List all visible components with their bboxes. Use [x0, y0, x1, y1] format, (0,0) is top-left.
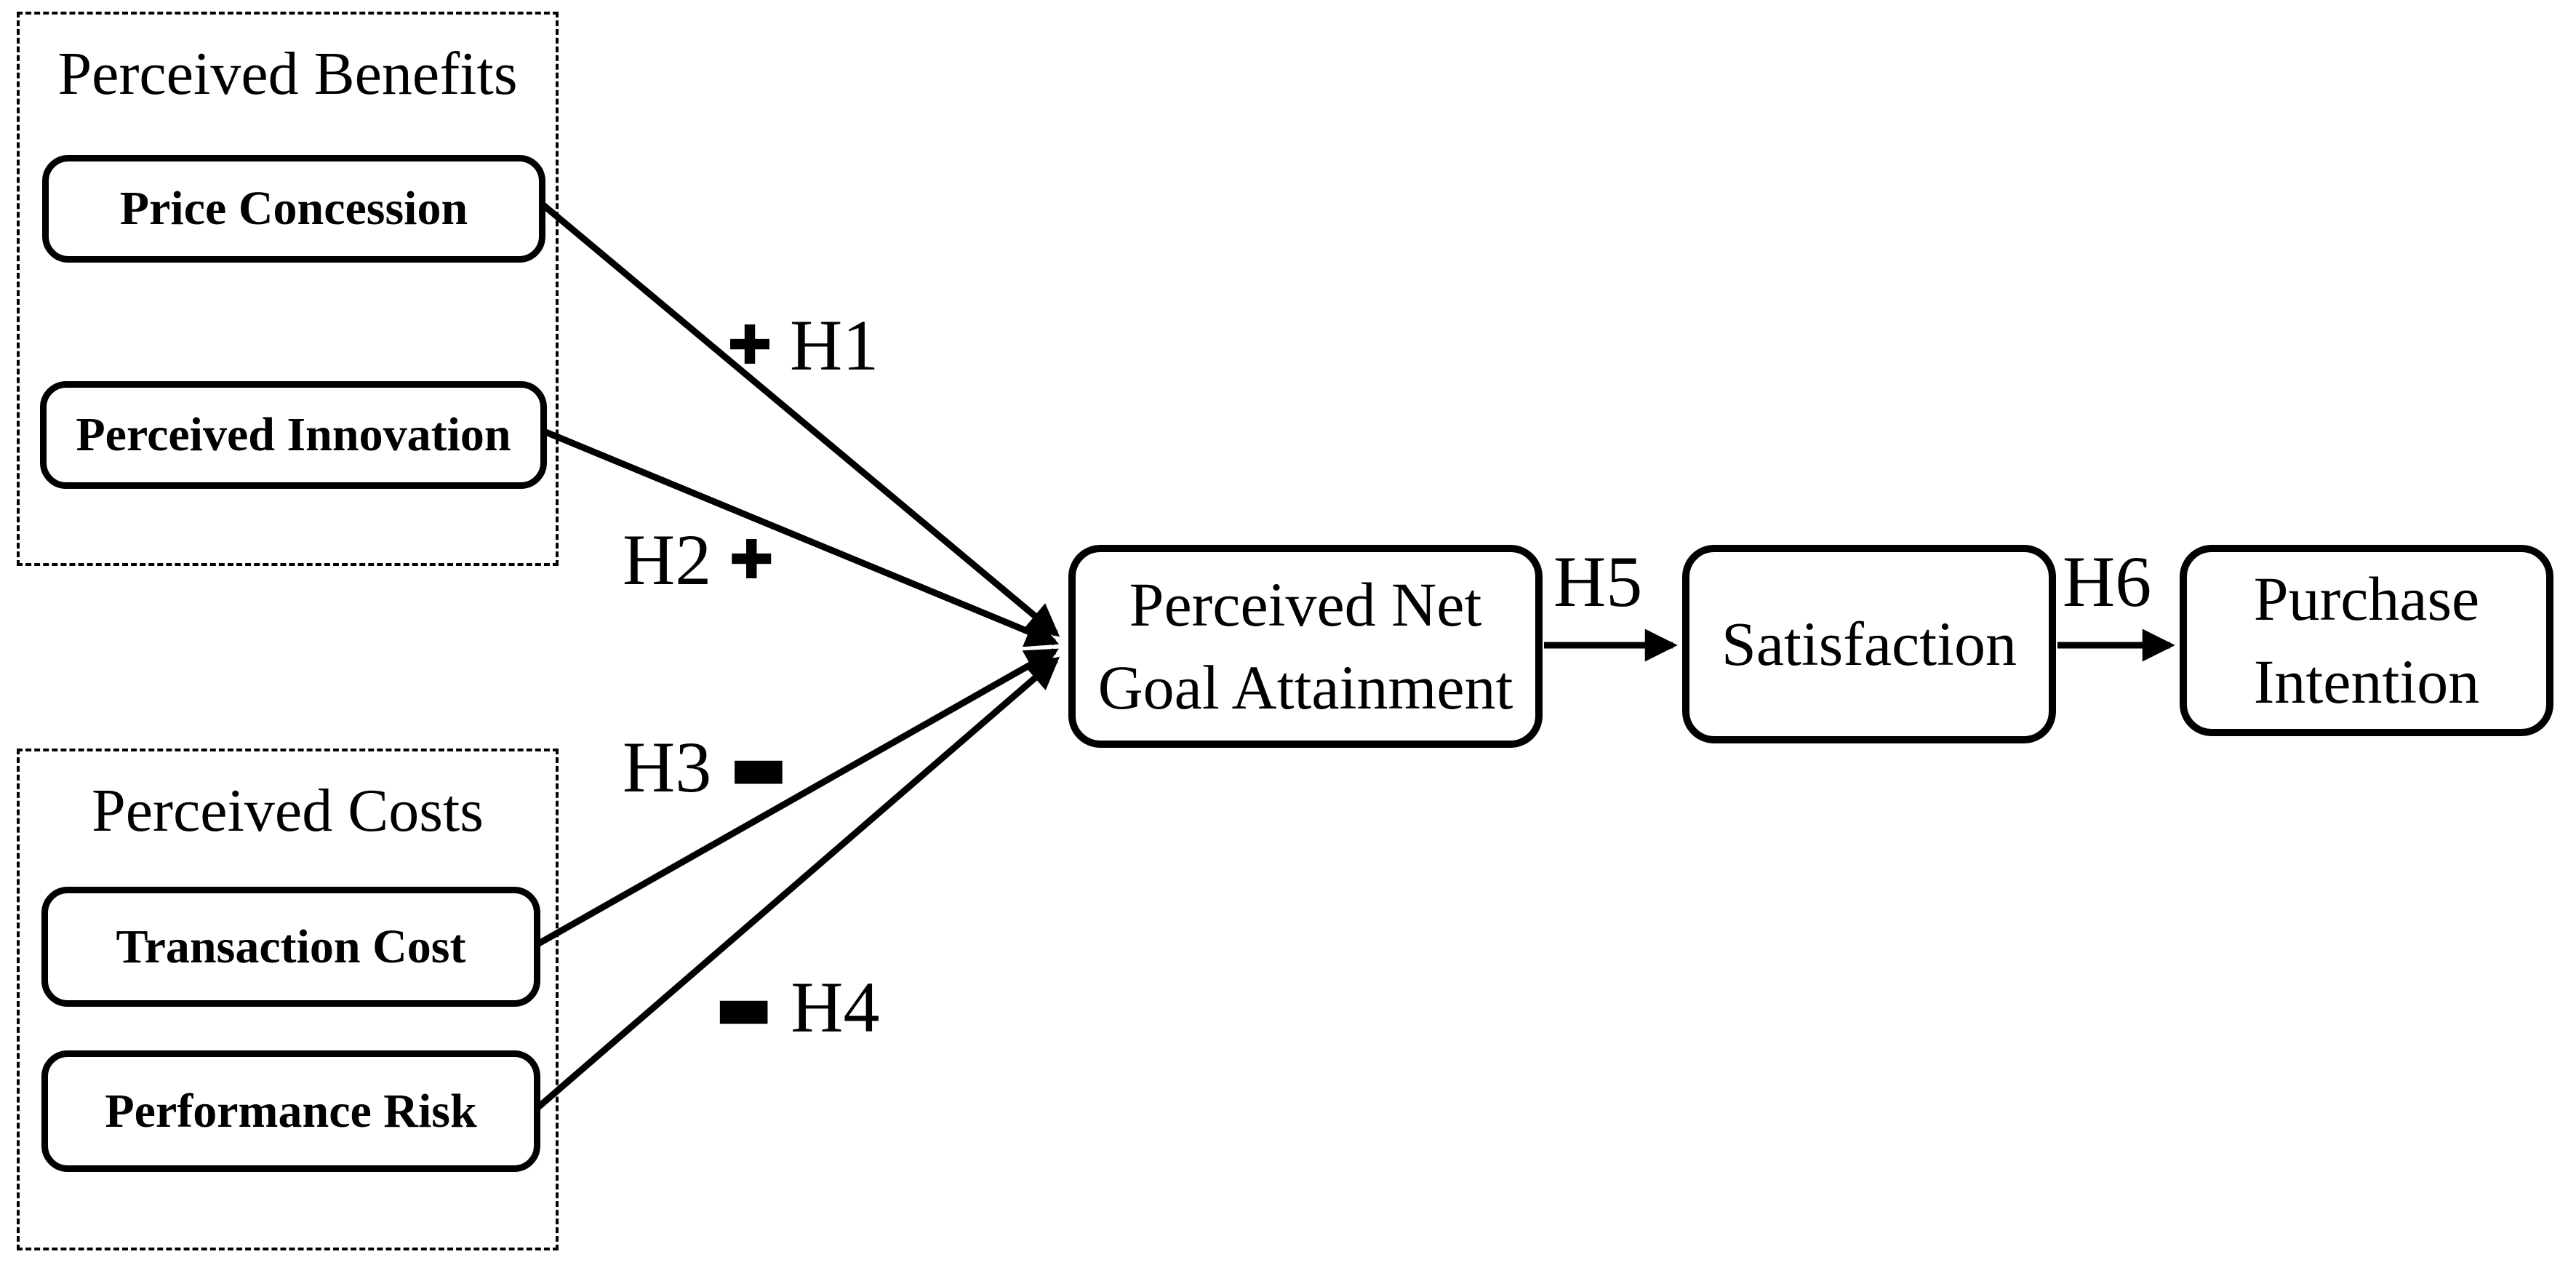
- node-label-goal-line1: Perceived Net: [1129, 569, 1482, 639]
- node-perceived-net-goal-attainment: Perceived Net Goal Attainment: [1068, 545, 1543, 748]
- node-label-transaction-cost: Transaction Cost: [116, 919, 466, 973]
- edge-h4-arrow: [535, 656, 1060, 1111]
- plus-icon: ✚: [729, 529, 775, 591]
- hypothesis-h3: H3 ▬: [623, 727, 788, 807]
- hypothesis-h1-label: H1: [790, 305, 879, 386]
- node-perceived-innovation: Perceived Innovation: [40, 381, 547, 489]
- hypothesis-h5-label: H5: [1553, 541, 1643, 622]
- node-label-price-concession: Price Concession: [119, 182, 468, 235]
- hypothesis-h5: H5: [1553, 542, 1642, 622]
- node-label-purchase-line1: Purchase: [2253, 563, 2480, 634]
- node-label-goal-line2: Goal Attainment: [1097, 652, 1513, 722]
- node-satisfaction: Satisfaction: [1682, 545, 2056, 743]
- node-label-purchase-line2: Intention: [2253, 646, 2480, 717]
- node-label-perceived-innovation: Perceived Innovation: [76, 408, 511, 461]
- hypothesis-h6-label: H6: [2063, 541, 2152, 622]
- plus-icon: ✚: [727, 314, 773, 377]
- group-perceived-costs: Perceived Costs Transaction Cost Perform…: [17, 749, 559, 1250]
- hypothesis-h2: H2 ✚: [623, 520, 774, 600]
- edge-h1-arrow: [540, 201, 1060, 637]
- node-performance-risk: Performance Risk: [41, 1050, 540, 1172]
- node-purchase-intention: Purchase Intention: [2180, 545, 2553, 736]
- minus-icon: ▬: [714, 971, 774, 1044]
- node-label-performance-risk: Performance Risk: [105, 1084, 477, 1138]
- edge-h2-arrow: [543, 428, 1060, 647]
- node-transaction-cost: Transaction Cost: [41, 887, 540, 1007]
- hypothesis-h2-label: H2: [623, 519, 712, 600]
- hypothesis-h4: ▬ H4: [714, 967, 879, 1047]
- edge-h3-arrow: [535, 648, 1059, 947]
- node-label-satisfaction: Satisfaction: [1721, 608, 2017, 679]
- group-title-perceived-benefits: Perceived Benefits: [57, 40, 518, 108]
- hypothesis-h4-label: H4: [791, 967, 880, 1047]
- hypothesis-h1: ✚ H1: [727, 306, 879, 386]
- hypothesis-h3-label: H3: [623, 727, 712, 807]
- minus-icon: ▬: [729, 731, 788, 804]
- node-price-concession: Price Concession: [42, 155, 545, 263]
- group-title-perceived-costs: Perceived Costs: [92, 777, 484, 845]
- group-perceived-benefits: Perceived Benefits Price Concession Perc…: [17, 12, 559, 566]
- hypothesis-h6: H6: [2063, 542, 2151, 622]
